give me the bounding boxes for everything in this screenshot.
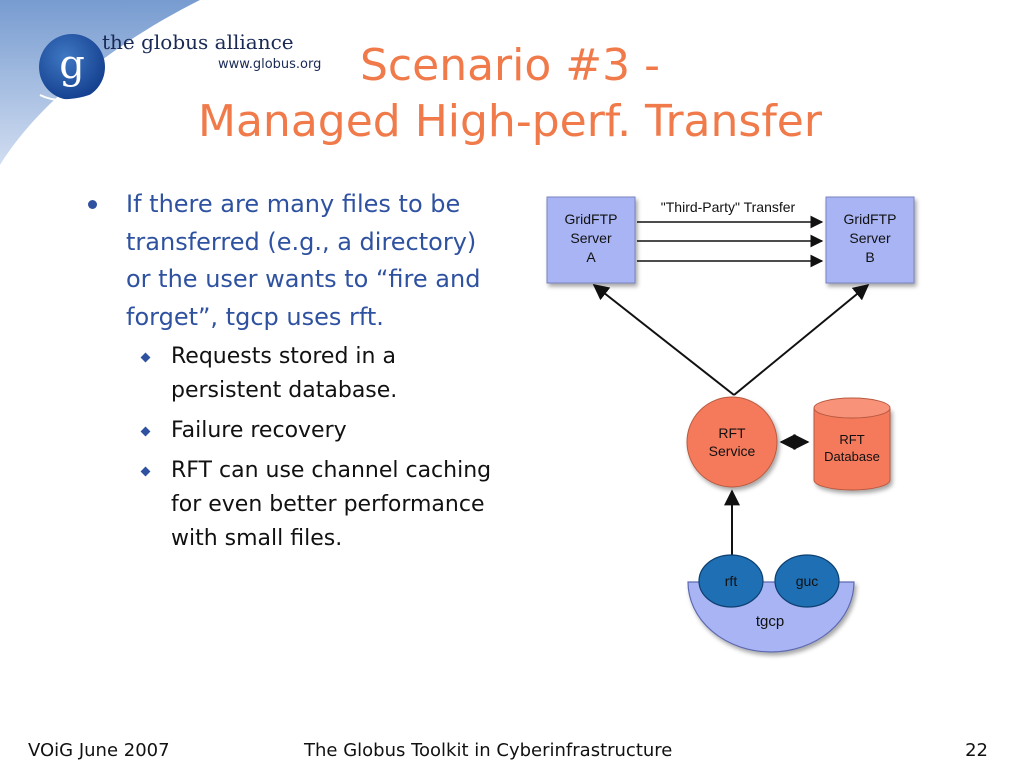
gridftp-server-a: GridFTP Server A: [546, 196, 636, 284]
page-number: 22: [965, 740, 988, 761]
title-line-2: Managed High-perf. Transfer: [198, 96, 822, 147]
gridftp-server-b: GridFTP Server B: [825, 196, 915, 284]
bullet-main-text: If there are many files to be transferre…: [126, 190, 481, 331]
title-line-1: Scenario #3 -: [360, 40, 660, 91]
logo-url: www.globus.org: [218, 57, 321, 72]
control-arrow-b: [733, 283, 870, 396]
sub-bullet-text: Failure recovery: [171, 418, 347, 443]
svg-text:Service: Service: [709, 443, 756, 459]
svg-text:RFT: RFT: [839, 432, 864, 447]
architecture-diagram: GridFTP Server A GridFTP Server B "Third…: [520, 180, 940, 670]
sub-bullet-item: Failure recovery: [138, 414, 496, 448]
svg-text:rft: rft: [725, 573, 738, 589]
svg-text:Server: Server: [570, 230, 612, 246]
globus-logo: g the globus alliance www.globus.org: [0, 0, 360, 175]
svg-text:B: B: [865, 249, 874, 265]
logo-swoosh: [0, 0, 200, 165]
slide-footer: VOiG June 2007 The Globus Toolkit in Cyb…: [0, 740, 1024, 764]
svg-text:Database: Database: [824, 449, 880, 464]
rft-client: rft: [698, 554, 764, 608]
sub-bullet-item: Requests stored in a persistent database…: [138, 340, 496, 408]
sub-bullet-text: RFT can use channel caching for even bet…: [171, 458, 492, 551]
footer-title: The Globus Toolkit in Cyberinfrastructur…: [304, 740, 673, 761]
svg-text:guc: guc: [796, 573, 819, 589]
control-arrow-a: [592, 284, 735, 396]
logo-letter: g: [59, 42, 85, 88]
rft-service: RFT Service: [686, 396, 778, 488]
transfer-label: "Third-Party" Transfer: [661, 199, 796, 215]
svg-text:RFT: RFT: [718, 425, 746, 441]
bullet-content: If there are many files to be transferre…: [86, 186, 496, 562]
rft-database: RFT Database: [813, 397, 891, 491]
svg-text:A: A: [586, 249, 596, 265]
logo-name: the globus alliance: [102, 30, 294, 54]
sub-bullet-list: Requests stored in a persistent database…: [86, 340, 496, 556]
diamond-bullet-icon: [140, 352, 151, 363]
slide-title: Scenario #3 - Managed High-perf. Transfe…: [120, 38, 900, 150]
guc-client: guc: [774, 554, 840, 608]
sub-bullet-item: RFT can use channel caching for even bet…: [138, 454, 496, 556]
bullet-main: If there are many files to be transferre…: [86, 186, 496, 336]
diamond-bullet-icon: [140, 466, 151, 477]
svg-text:tgcp: tgcp: [756, 613, 784, 630]
svg-text:GridFTP: GridFTP: [844, 211, 897, 227]
logo-circle: [39, 34, 105, 100]
svg-text:GridFTP: GridFTP: [565, 211, 618, 227]
bullet-dot-icon: [88, 200, 97, 209]
sub-bullet-text: Requests stored in a persistent database…: [171, 344, 398, 403]
diamond-bullet-icon: [140, 426, 151, 437]
svg-text:Server: Server: [849, 230, 891, 246]
footer-date: VOiG June 2007: [28, 740, 170, 761]
